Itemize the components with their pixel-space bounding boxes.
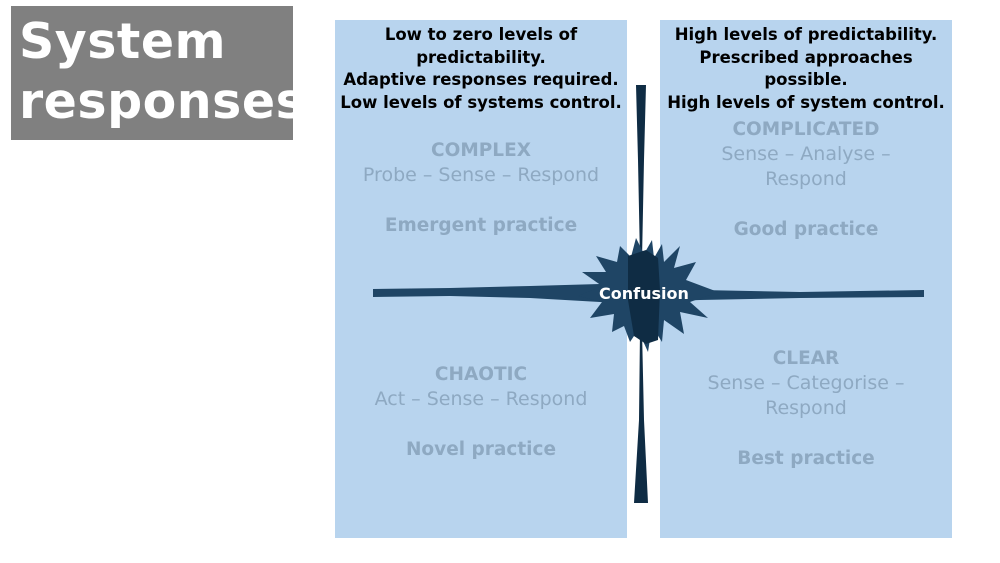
domain-practice: Good practice xyxy=(733,219,879,240)
right-panel: High levels of predictability. Prescribe… xyxy=(660,20,952,538)
left-desc-line: Adaptive responses required. xyxy=(343,70,619,89)
domain-steps: Respond xyxy=(765,168,847,190)
domain-practice: Novel practice xyxy=(405,439,557,460)
left-panel-description: Low to zero levels of predictability. Ad… xyxy=(335,24,627,114)
left-panel: Low to zero levels of predictability. Ad… xyxy=(335,20,627,538)
right-desc-line: High levels of predictability. xyxy=(674,25,938,44)
slide-title: System responses xyxy=(11,6,306,140)
domain-name: CLEAR xyxy=(772,348,840,369)
domain-steps: Sense – Analyse – xyxy=(721,143,891,165)
domain-practice: Emergent practice xyxy=(384,215,578,236)
domain-steps: Respond xyxy=(765,397,847,419)
domain-name: COMPLEX xyxy=(431,140,531,161)
right-desc-line: Prescribed approaches xyxy=(699,47,913,67)
confusion-burst-core xyxy=(628,250,660,344)
right-panel-description: High levels of predictability. Prescribe… xyxy=(660,24,952,114)
confusion-label: Confusion xyxy=(599,284,689,303)
left-desc-line: Low levels of systems control. xyxy=(340,92,622,112)
domain-steps: Probe – Sense – Respond xyxy=(362,164,600,186)
complicated-domain: COMPLICATED Sense – Analyse – Respond Go… xyxy=(660,117,952,242)
left-desc-line: predictability. xyxy=(416,47,546,67)
domain-practice: Best practice xyxy=(737,448,875,469)
chaotic-domain: CHAOTIC Act – Sense – Respond Novel prac… xyxy=(335,362,627,462)
left-desc-line: Low to zero levels of xyxy=(384,25,578,44)
right-desc-line: High levels of system control. xyxy=(667,92,945,112)
title-line-2: responses xyxy=(19,73,306,130)
clear-domain: CLEAR Sense – Categorise – Respond Best … xyxy=(660,346,952,471)
right-desc-line: possible. xyxy=(764,70,848,89)
title-line-1: System xyxy=(19,13,227,70)
domain-name: COMPLICATED xyxy=(732,119,880,140)
domain-name: CHAOTIC xyxy=(434,364,528,385)
complex-domain: COMPLEX Probe – Sense – Respond Emergent… xyxy=(335,138,627,238)
domain-steps: Sense – Categorise – xyxy=(707,372,905,394)
domain-steps: Act – Sense – Respond xyxy=(374,388,588,410)
